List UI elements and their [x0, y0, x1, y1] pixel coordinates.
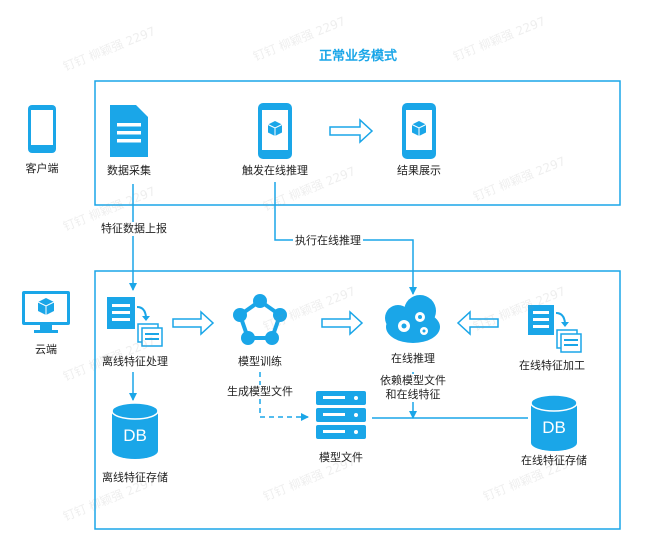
database-icon-offline — [111, 402, 159, 459]
cloud-zone-box — [94, 270, 621, 530]
client-zone-box — [94, 80, 621, 206]
document-stack-icon — [107, 297, 163, 347]
hollow-arrow-icon — [172, 310, 215, 336]
hollow-arrow-icon — [321, 310, 364, 336]
depends-label-line1: 依赖模型文件 — [380, 374, 446, 387]
database-icon-online — [530, 394, 578, 451]
execute-inference-label: 执行在线推理 — [293, 234, 363, 248]
client-label: 客户端 — [25, 162, 59, 175]
phone-cube-icon-result — [402, 103, 436, 159]
hollow-arrow-icon — [456, 310, 499, 336]
model-training-label: 模型训练 — [238, 355, 282, 368]
feature-upload-label: 特征数据上报 — [99, 222, 169, 236]
network-node-icon — [233, 294, 287, 345]
document-stack-icon-online — [528, 305, 582, 353]
online-feature-processing-label: 在线特征加工 — [519, 359, 585, 372]
server-stack-icon — [316, 391, 366, 439]
model-file-label: 模型文件 — [319, 451, 363, 464]
phone-cube-icon — [258, 103, 292, 159]
offline-storage-label: 离线特征存储 — [102, 471, 168, 484]
mobile-phone-icon — [28, 105, 56, 153]
cloud-label: 云端 — [35, 343, 57, 356]
depends-label: 依赖模型文件 和在线特征 — [378, 374, 448, 402]
db-label-offline: DB — [123, 426, 147, 445]
offline-processing-label: 离线特征处理 — [102, 355, 168, 368]
depends-label-line2: 和在线特征 — [385, 388, 441, 401]
diagram-title: 正常业务模式 — [318, 49, 398, 64]
generate-model-label: 生成模型文件 — [225, 385, 295, 399]
db-label-online: DB — [542, 418, 566, 437]
result-display-label: 结果展示 — [397, 164, 441, 177]
online-inference-label: 在线推理 — [391, 352, 435, 365]
cloud-gear-icon — [385, 295, 440, 343]
document-icon — [110, 105, 148, 157]
generate-model-arrow — [259, 372, 309, 421]
hollow-arrow-icon — [329, 118, 374, 144]
data-collect-label: 数据采集 — [107, 164, 151, 177]
monitor-cube-icon — [22, 291, 70, 333]
trigger-inference-label: 触发在线推理 — [242, 164, 308, 177]
online-storage-label: 在线特征存储 — [521, 454, 587, 467]
